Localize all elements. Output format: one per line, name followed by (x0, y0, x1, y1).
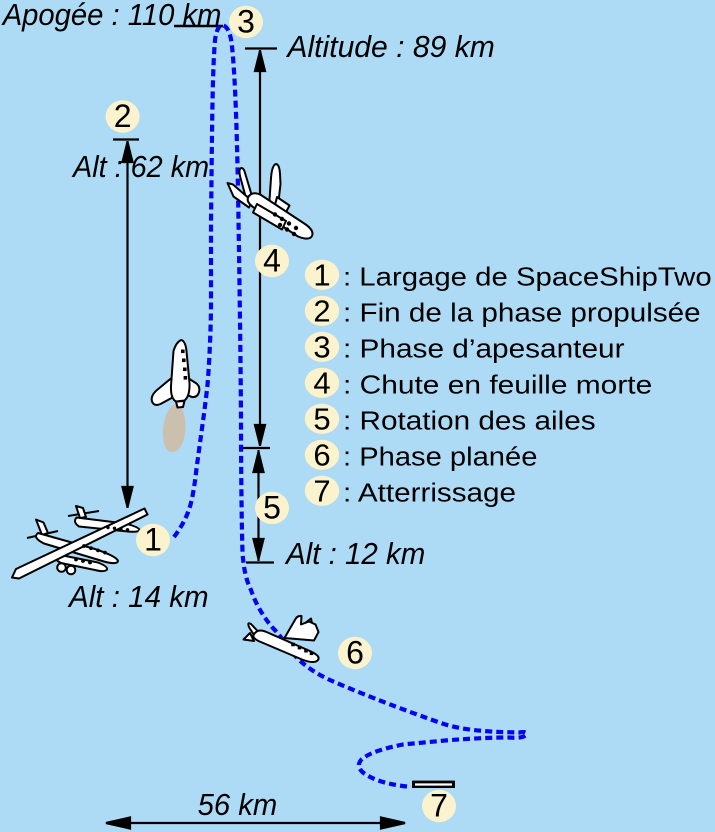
svg-text:7: 7 (313, 473, 330, 508)
svg-text:2: 2 (313, 293, 330, 328)
svg-text:: Fin de la phase propulsée: : Fin de la phase propulsée (343, 298, 701, 327)
svg-text:3: 3 (237, 4, 255, 40)
svg-text:Alt : 62 km: Alt : 62 km (71, 150, 209, 184)
svg-text:2: 2 (114, 98, 132, 134)
svg-text:: Phase planée: : Phase planée (343, 442, 537, 471)
svg-text:56 km: 56 km (198, 788, 278, 822)
svg-text:4: 4 (313, 365, 330, 400)
svg-text:Alt : 14 km: Alt : 14 km (67, 580, 209, 614)
svg-text:Apogée : 110 km: Apogée : 110 km (1, 0, 222, 32)
svg-text:Altitude : 89 km: Altitude : 89 km (285, 30, 494, 64)
svg-text:1: 1 (144, 522, 162, 558)
svg-text:: Rotation des ailes: : Rotation des ailes (343, 406, 596, 435)
svg-text:: Atterrissage: : Atterrissage (343, 478, 516, 507)
svg-text:7: 7 (430, 788, 448, 824)
svg-text:4: 4 (263, 243, 281, 279)
svg-text:6: 6 (313, 437, 330, 472)
svg-text:: Phase d’apesanteur: : Phase d’apesanteur (343, 334, 625, 363)
svg-text:: Largage de SpaceShipTwo: : Largage de SpaceShipTwo (343, 262, 712, 291)
svg-text:6: 6 (346, 635, 364, 671)
svg-text:Alt : 12 km: Alt : 12 km (284, 537, 425, 571)
svg-text:: Chute en feuille morte: : Chute en feuille morte (343, 370, 652, 399)
svg-text:5: 5 (313, 401, 330, 436)
svg-text:5: 5 (263, 490, 281, 526)
svg-text:1: 1 (313, 257, 330, 292)
svg-text:3: 3 (313, 329, 330, 364)
